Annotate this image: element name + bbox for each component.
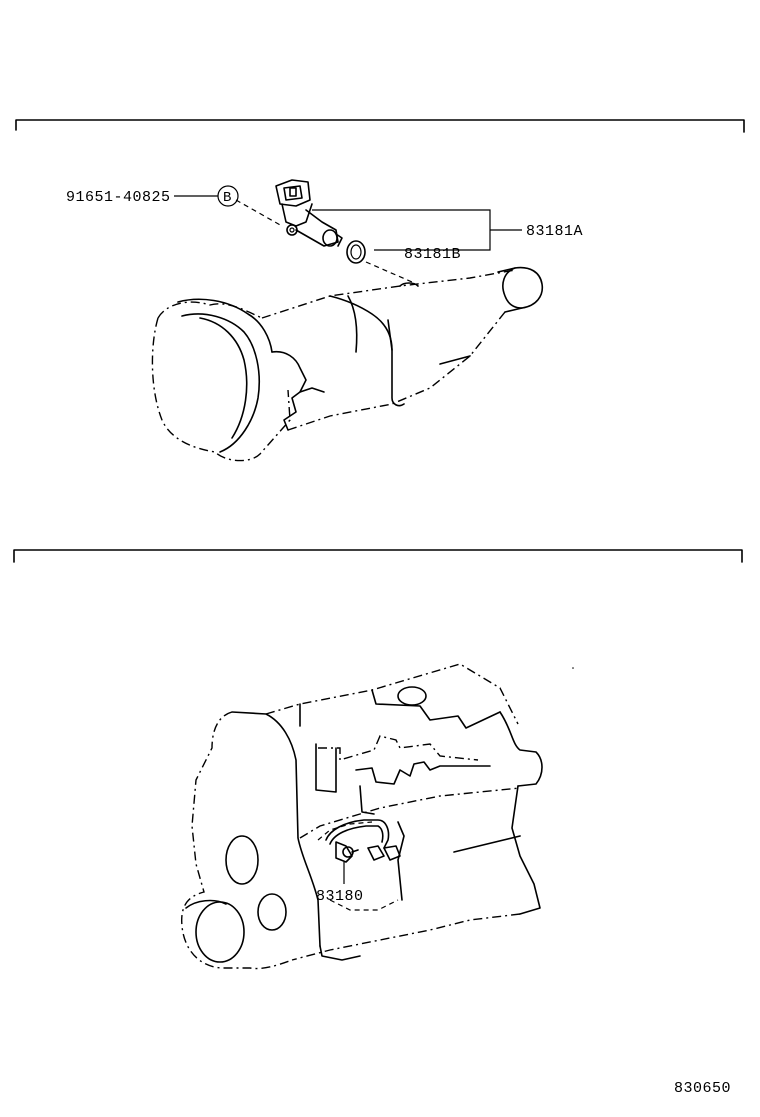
transmission-illustration (151, 266, 544, 462)
stray-mark (572, 667, 574, 669)
bolt-reference-letter: B (223, 190, 231, 206)
engine-illustration (181, 663, 543, 970)
engine-switch-part (325, 819, 401, 863)
callout-bolt: 91651-40825 (66, 189, 171, 206)
bolt-reference-circle (217, 185, 239, 207)
bottom-section-divider (13, 549, 743, 563)
top-section-divider (15, 119, 745, 133)
callout-leaders-top (174, 185, 522, 251)
illustration-number: 830650 (674, 1080, 731, 1097)
callout-sensor-assembly: 83181A (526, 223, 583, 240)
callout-o-ring: 83181B (404, 246, 461, 263)
speed-sensor-part (275, 179, 343, 247)
callout-engine-switch: 83180 (316, 888, 364, 905)
o-ring-part (346, 240, 366, 264)
